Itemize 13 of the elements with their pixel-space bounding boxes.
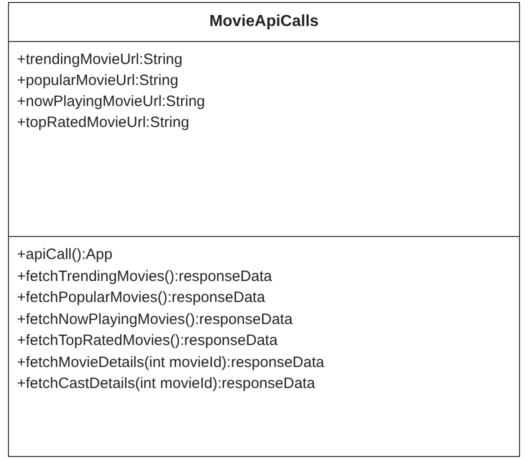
method-text: +fetchCastDetails(int movieId):responseData [17, 375, 316, 393]
class-name: MovieApiCalls [208, 13, 320, 31]
attribute-text: +nowPlayingMovieUrl:String [17, 93, 205, 111]
method-text: +fetchMovieDetails(int movieId):responseData [17, 354, 324, 372]
method-text: +apiCall():App [17, 246, 112, 264]
class-box [8, 2, 520, 457]
attribute-text: +popularMovieUrl:String [17, 72, 178, 90]
method-text: +fetchNowPlayingMovies():responseData [17, 310, 293, 328]
method-text: +fetchPopularMovies():responseData [17, 289, 266, 307]
method-text: +fetchTrendingMovies():responseData [17, 268, 272, 286]
attribute-text: +trendingMovieUrl:String [17, 51, 182, 69]
method-text: +fetchTopRatedMovies():responseData [17, 332, 278, 350]
attribute-text: +topRatedMovieUrl:String [17, 114, 190, 132]
